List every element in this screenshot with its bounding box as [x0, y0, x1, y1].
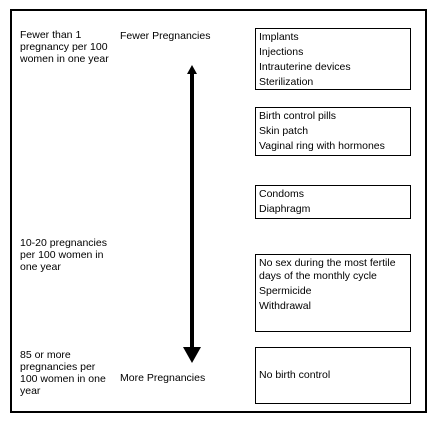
method-item: Skin patch — [259, 125, 309, 137]
method-item: No birth control — [259, 369, 331, 381]
methods-box-most-effective: Implants Injections Intrauterine devices… — [255, 28, 411, 90]
method-item: Sterilization — [259, 76, 314, 88]
method-item: Condoms — [259, 188, 304, 200]
arrow-up-head — [187, 65, 197, 74]
method-item: Spermicide — [259, 285, 312, 297]
method-item: Intrauterine devices — [259, 61, 351, 73]
fewer-pregnancies-label: Fewer Pregnancies — [120, 30, 211, 42]
method-item: Diaphragm — [259, 203, 311, 215]
rate-label-mid: 10-20 pregnancies per 100 women in one y… — [20, 237, 107, 273]
methods-box-hormonal: Birth control pills Skin patch Vaginal r… — [255, 107, 411, 156]
rate-label-high: 85 or more pregnancies per 100 women in … — [20, 349, 106, 397]
effectiveness-arrow — [190, 73, 194, 349]
method-item: Withdrawal — [259, 299, 311, 312]
method-item: Injections — [259, 46, 304, 58]
method-item: Vaginal ring with hormones — [259, 140, 385, 152]
methods-box-barrier: Condoms Diaphragm — [255, 185, 411, 219]
methods-box-behavioral: No sex during the most fertile days of t… — [255, 254, 411, 332]
method-item: Implants — [259, 31, 299, 43]
diagram-frame: Fewer than 1 pregnancy per 100 women in … — [10, 9, 427, 413]
more-pregnancies-label: More Pregnancies — [120, 372, 206, 384]
arrow-down-head — [183, 347, 201, 363]
rate-label-low: Fewer than 1 pregnancy per 100 women in … — [20, 29, 109, 65]
method-item: No sex during the most fertile days of t… — [259, 257, 396, 282]
methods-box-none: No birth control — [255, 347, 411, 404]
method-item: Birth control pills — [259, 110, 337, 122]
